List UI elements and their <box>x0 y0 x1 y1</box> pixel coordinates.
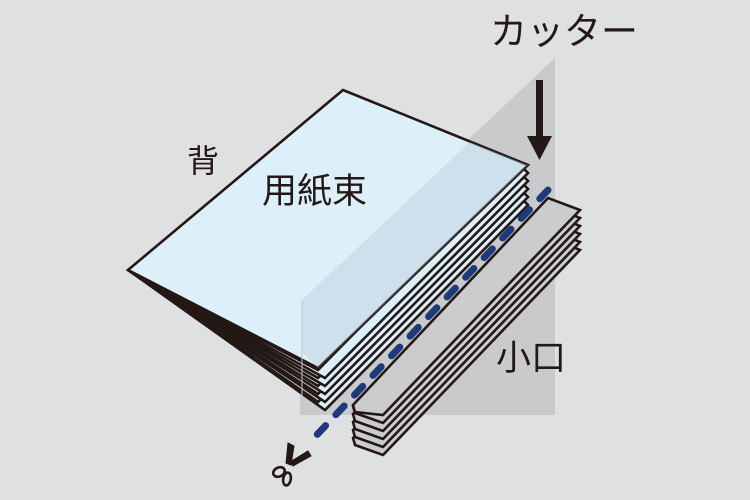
arrow-down-icon <box>527 80 552 160</box>
trimmed-strip <box>351 196 583 457</box>
paper-stack-label: 用紙束 <box>262 172 368 212</box>
fore-edge-label: 小口 <box>496 339 567 379</box>
cut-line <box>308 186 552 444</box>
cutter-label: カッター <box>490 10 638 53</box>
paper-stack <box>125 88 531 412</box>
cutter-shadow-on-stack <box>302 142 528 368</box>
spine-label: 背 <box>187 142 220 180</box>
scissors-icon <box>271 442 312 487</box>
